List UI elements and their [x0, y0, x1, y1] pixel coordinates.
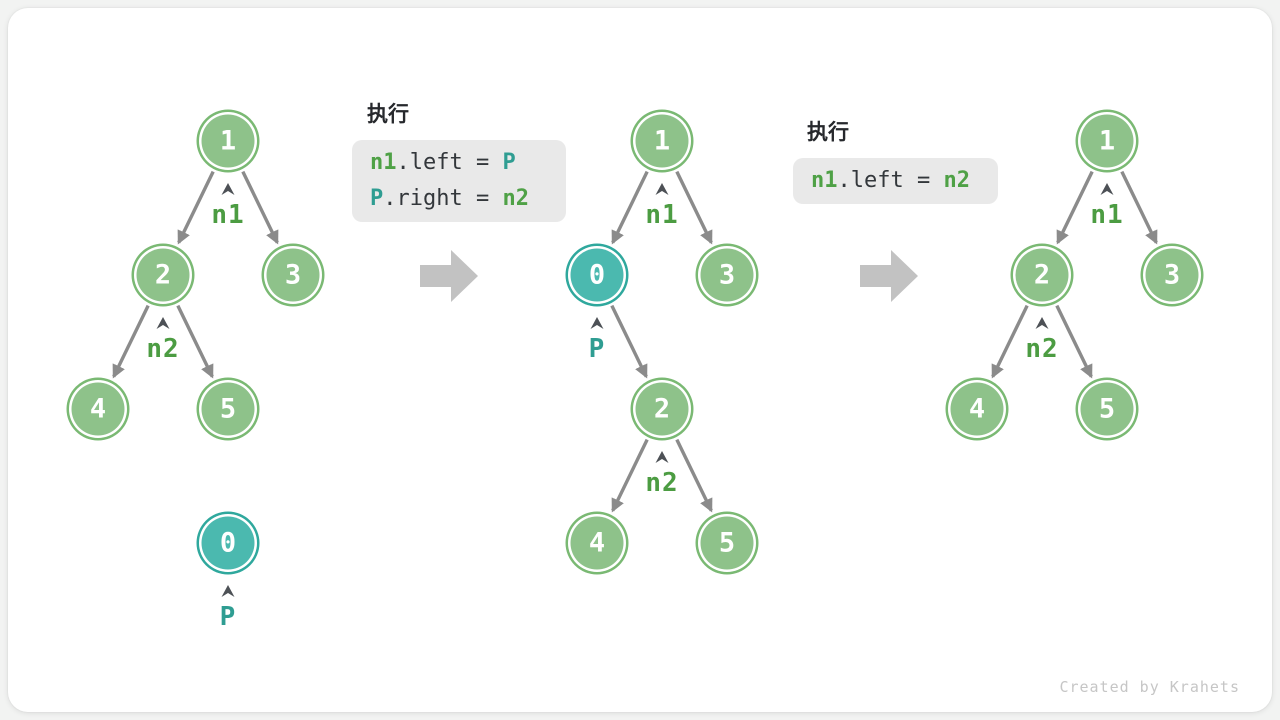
code-token: n1 [811, 168, 838, 193]
tree-node-3: 3 [1145, 248, 1199, 302]
code-line: P.right = n2 [370, 181, 548, 217]
tree-node-1: 1 [1080, 114, 1134, 168]
pointer-label-n2: n2 [645, 468, 679, 498]
tree-node-3: 3 [700, 248, 754, 302]
code-token: P [370, 186, 384, 211]
code-line: n1.left = n2 [811, 163, 980, 199]
pointer-caret-icon [655, 183, 669, 195]
pointer-label-n1: n1 [1090, 200, 1124, 230]
tree-node-0: 0 [201, 516, 255, 570]
tree-node-5: 5 [201, 382, 255, 436]
code-block-2: n1.left = n2 [793, 158, 998, 204]
pointer-label-n2: n2 [1025, 334, 1059, 364]
code-token: P [502, 150, 516, 175]
pointer-label-P: P [588, 334, 606, 364]
tree-node-4: 4 [950, 382, 1004, 436]
pointer-caret-icon [1100, 183, 1114, 195]
watermark-text: Created by Krahets [1059, 678, 1240, 696]
pointer-caret-icon [156, 317, 170, 329]
code-line: n1.left = P [370, 145, 548, 181]
code-token: .left = [396, 150, 503, 175]
pointer-label-n1: n1 [645, 200, 679, 230]
tree-node-4: 4 [71, 382, 125, 436]
pointer-caret-icon [221, 183, 235, 195]
tree-node-3: 3 [266, 248, 320, 302]
tree-node-2: 2 [136, 248, 190, 302]
pointer-caret-icon [655, 451, 669, 463]
tree-node-1: 1 [201, 114, 255, 168]
code-token: n2 [502, 186, 529, 211]
pointer-caret-icon [221, 585, 235, 597]
pointer-label-n1: n1 [211, 200, 245, 230]
code-token: n1 [370, 150, 397, 175]
tree-node-0: 0 [570, 248, 624, 302]
code-token: n2 [943, 168, 970, 193]
code-token: .right = [383, 186, 503, 211]
pointer-label-P: P [219, 602, 237, 632]
code-token: .left = [837, 168, 944, 193]
code-block-title-1: 执行 [367, 103, 409, 126]
code-block-title-2: 执行 [807, 121, 849, 144]
pointer-label-n2: n2 [146, 334, 180, 364]
tree-node-1: 1 [635, 114, 689, 168]
tree-node-5: 5 [700, 516, 754, 570]
tree-node-4: 4 [570, 516, 624, 570]
pointer-caret-icon [590, 317, 604, 329]
tree-node-5: 5 [1080, 382, 1134, 436]
tree-node-2: 2 [1015, 248, 1069, 302]
pointer-caret-icon [1035, 317, 1049, 329]
tree-node-2: 2 [635, 382, 689, 436]
